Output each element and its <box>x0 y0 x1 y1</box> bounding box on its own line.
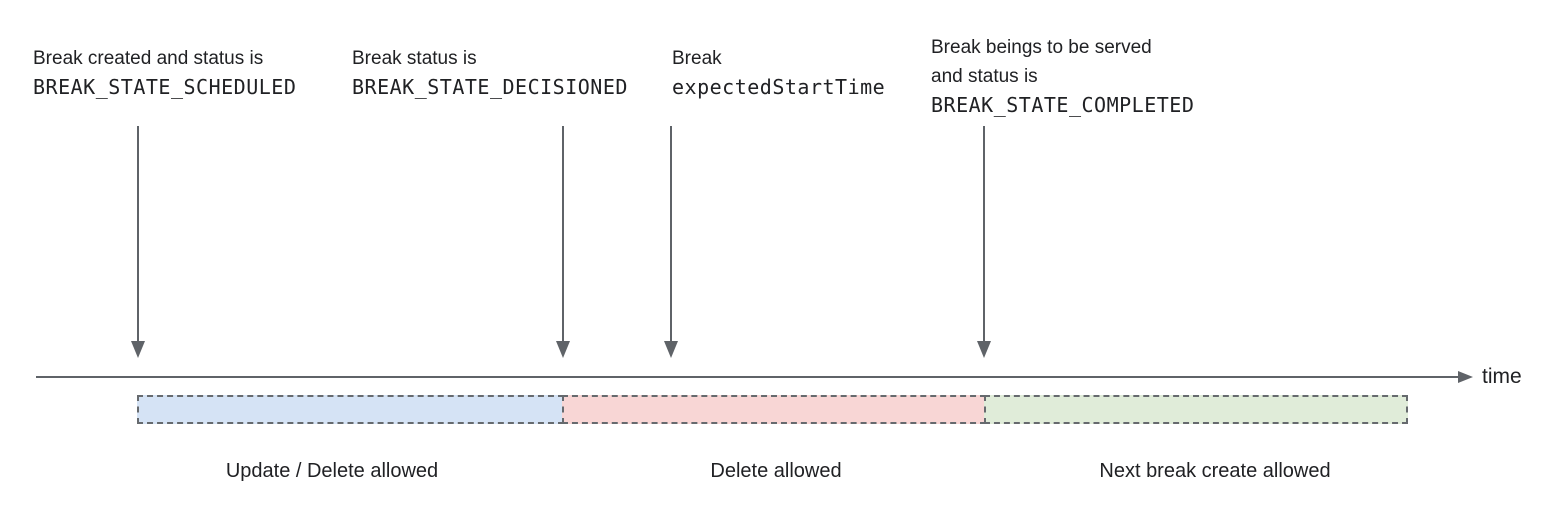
segment-label-delete: Delete allowed <box>710 460 842 482</box>
annotation-text: Break created and status is <box>33 48 264 69</box>
down-arrow-completed-icon <box>977 126 991 358</box>
segment-label-next-break: Next break create allowed <box>1099 460 1331 482</box>
down-arrow-decisioned-icon <box>556 126 570 358</box>
down-arrow-expected-start-icon <box>664 126 678 358</box>
annotation-code: BREAK_STATE_DECISIONED <box>352 75 628 99</box>
arrowhead-icon <box>131 341 145 358</box>
annotation-expected-start-time: Break expectedStartTime <box>672 44 885 102</box>
down-arrow-scheduled-icon <box>131 126 145 358</box>
annotation-code: BREAK_STATE_COMPLETED <box>931 93 1195 117</box>
annotation-text: Break beings to be served <box>931 37 1152 58</box>
annotation-scheduled: Break created and status is BREAK_STATE_… <box>33 44 296 102</box>
annotation-code: BREAK_STATE_SCHEDULED <box>33 75 297 99</box>
annotation-text: Break status is <box>352 48 477 69</box>
segment-delete-allowed <box>562 395 986 424</box>
arrowhead-icon <box>556 341 570 358</box>
annotation-text: and status is <box>931 66 1038 87</box>
segment-update-delete-allowed <box>137 395 564 424</box>
annotation-text: Break <box>672 48 722 69</box>
timeline-arrowhead-icon <box>1458 371 1473 383</box>
segment-label-update-delete: Update / Delete allowed <box>225 460 439 482</box>
arrowhead-icon <box>977 341 991 358</box>
timeline-axis <box>36 376 1460 378</box>
arrowhead-icon <box>664 341 678 358</box>
annotation-decisioned: Break status is BREAK_STATE_DECISIONED <box>352 44 628 102</box>
annotation-code: expectedStartTime <box>672 75 886 99</box>
segment-next-break-create-allowed <box>984 395 1408 424</box>
timeline-axis-label: time <box>1482 365 1522 388</box>
annotation-completed: Break beings to be served and status is … <box>931 33 1194 120</box>
